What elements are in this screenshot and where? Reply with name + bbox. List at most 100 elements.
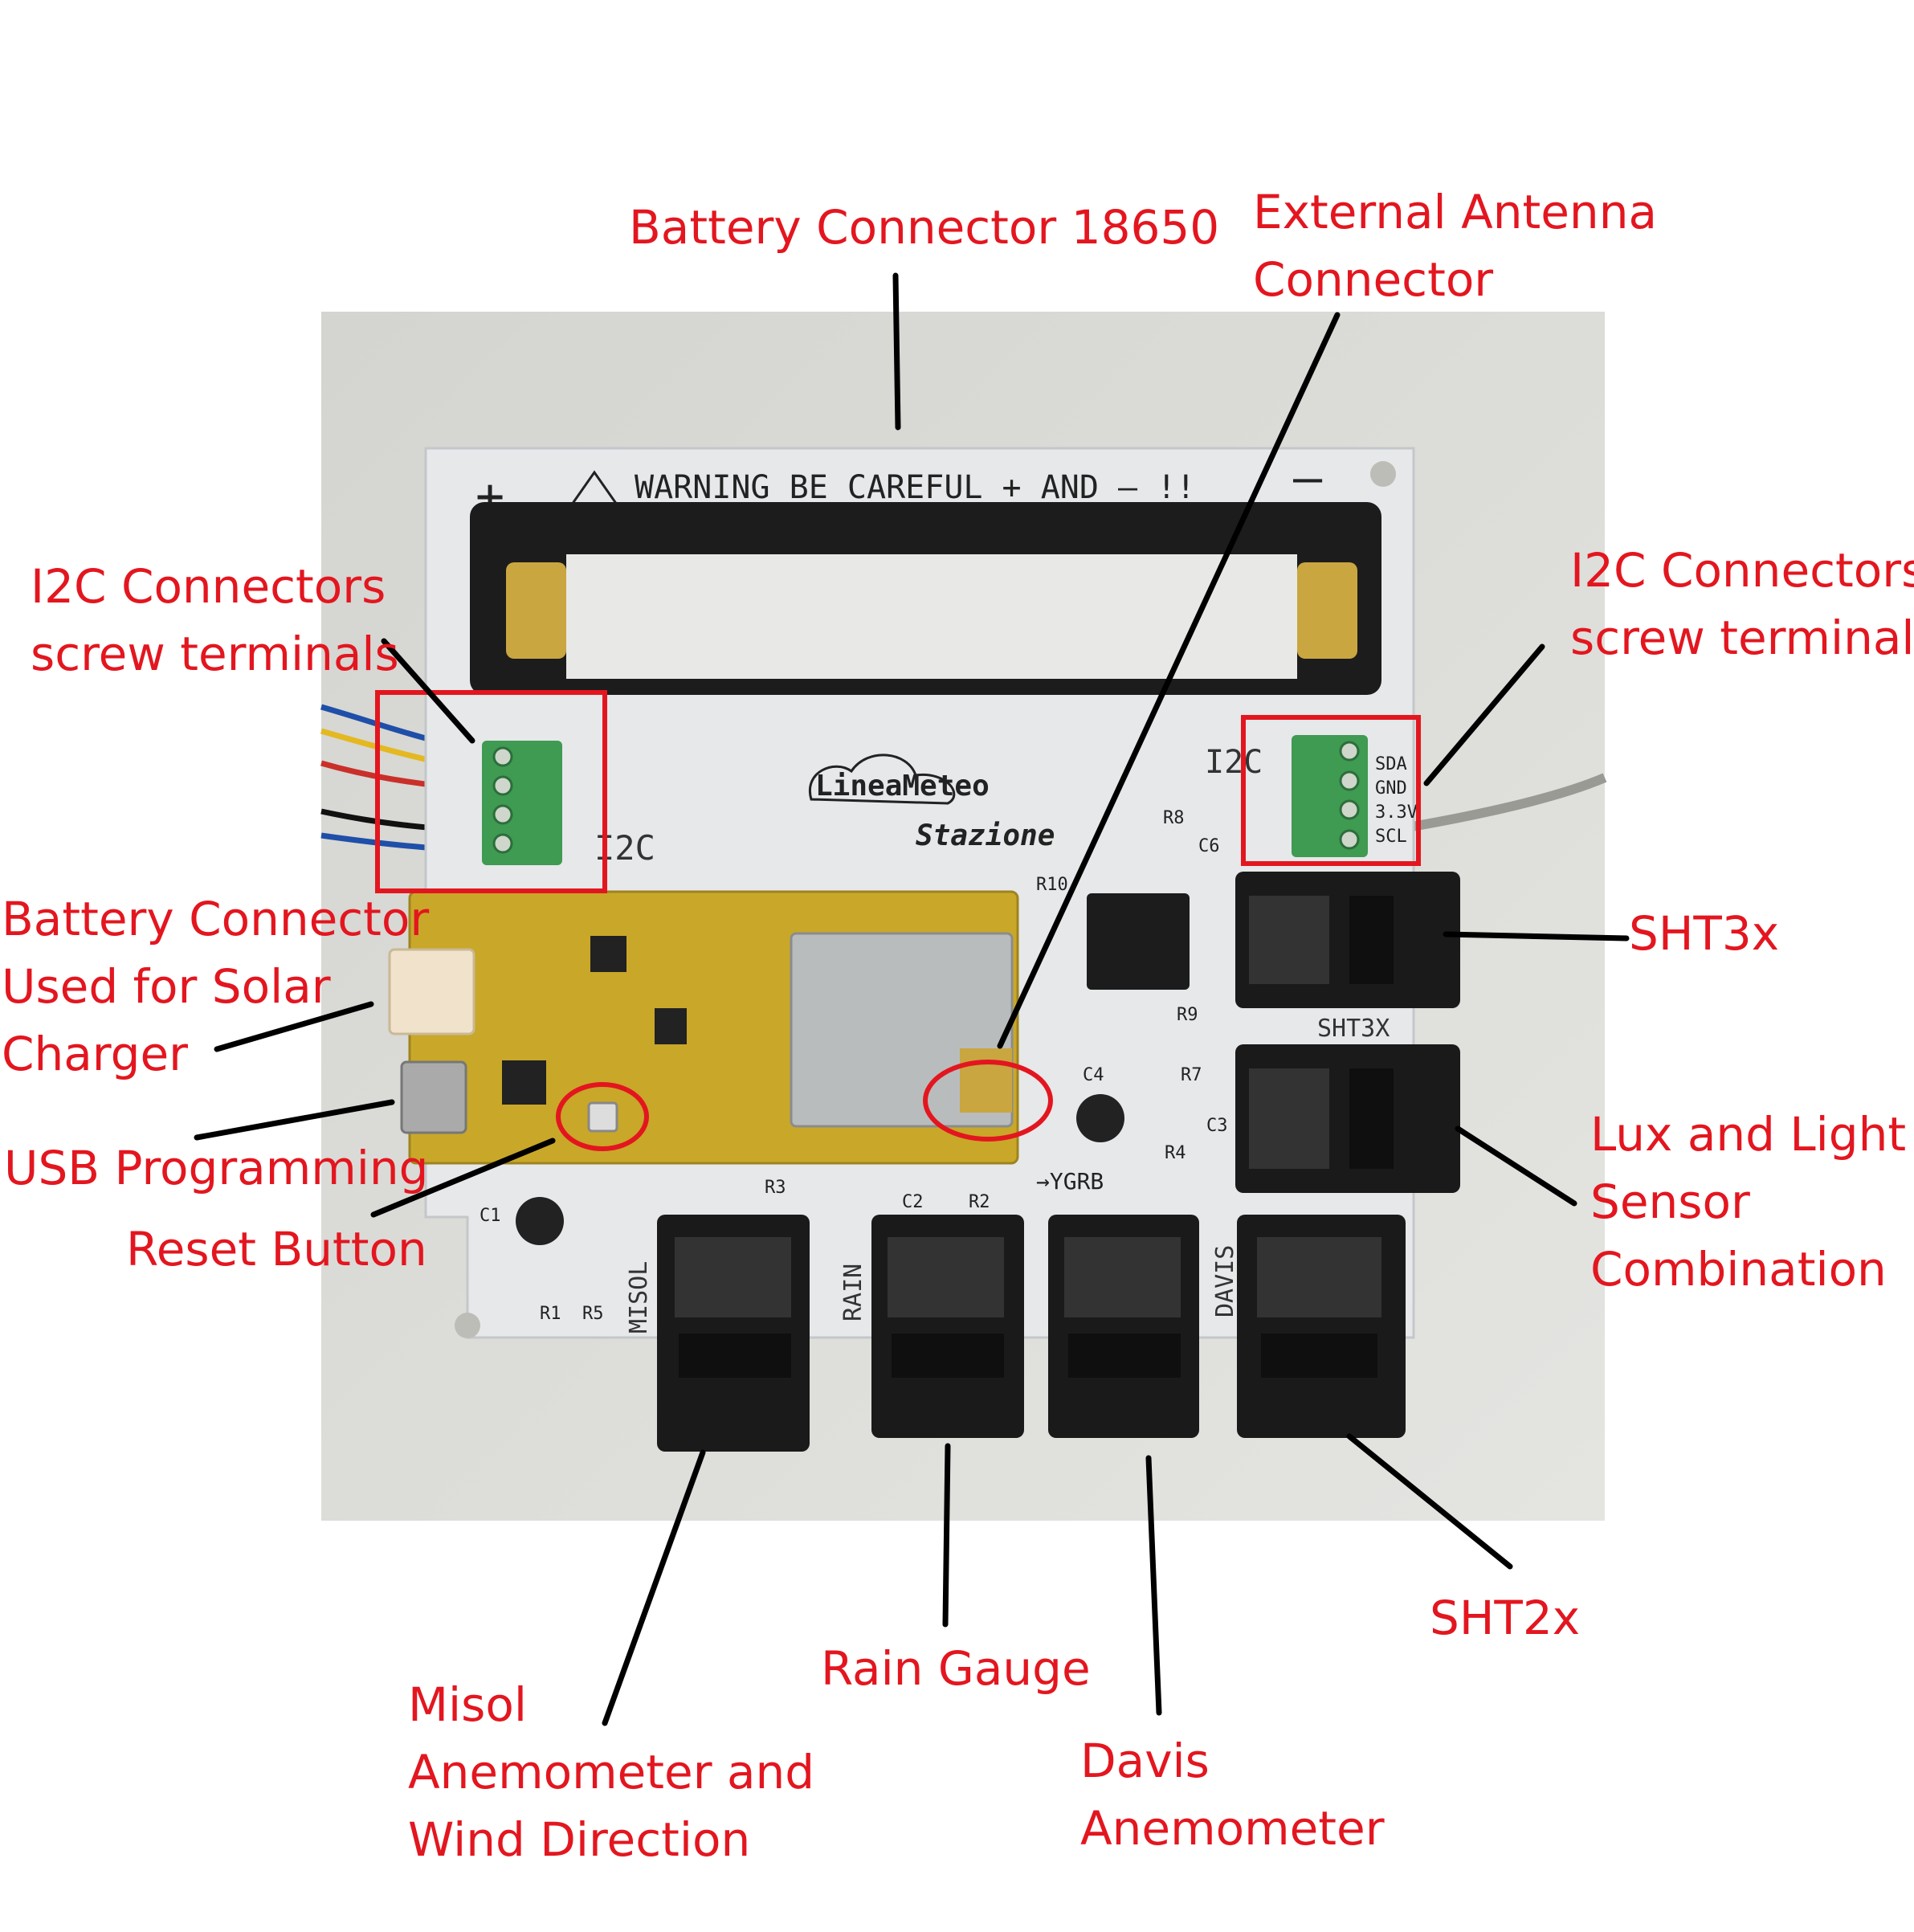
silk-c6: C6	[1198, 836, 1220, 856]
label-line: Misol	[408, 1677, 527, 1732]
label-line: External Antenna	[1253, 185, 1657, 239]
reset-button[interactable]	[587, 1101, 618, 1133]
rj-connector-lux	[1235, 1044, 1460, 1193]
mounting-hole-bottom-left	[455, 1313, 480, 1338]
leader-antenna	[997, 312, 1341, 1049]
label-sht3x: SHT3x	[1629, 900, 1779, 967]
label-line: SHT2x	[1430, 1591, 1581, 1645]
silk-c1: C1	[480, 1206, 501, 1226]
silk-r1: R1	[540, 1304, 561, 1324]
label-line: Anemometer and	[408, 1745, 815, 1799]
label-line: Used for Solar	[2, 959, 331, 1014]
battery-holder-18650	[470, 502, 1381, 695]
label-usb-programming: USB Programming	[4, 1134, 428, 1202]
rj-connector-misol	[657, 1215, 810, 1452]
label-line: I2C Connectors	[31, 559, 386, 614]
label-rain-gauge: Rain Gauge	[821, 1635, 1091, 1702]
silk-ygrb: →YGRB	[1036, 1168, 1104, 1195]
label-line: SHT3x	[1629, 906, 1780, 961]
label-reset-button: Reset Button	[126, 1215, 427, 1283]
label-davis-anemometer: Davis Anemometer	[1080, 1727, 1385, 1862]
silk-i2c-right: I2C	[1205, 744, 1263, 781]
rj-connector-davis	[1048, 1215, 1199, 1438]
esp32-module-board	[408, 890, 1019, 1165]
label-line: Anemometer	[1080, 1801, 1385, 1856]
leader-i2c-left	[381, 638, 475, 744]
leader-usb	[194, 1099, 395, 1141]
silk-rain: RAIN	[839, 1264, 867, 1321]
silk-misol: MISOL	[625, 1261, 653, 1334]
leader-lux	[1455, 1125, 1577, 1207]
silk-c3: C3	[1206, 1116, 1228, 1136]
silk-pin-scl: SCL	[1375, 827, 1407, 847]
label-line: screw terminal	[1570, 611, 1914, 665]
dip-ic	[1087, 893, 1190, 990]
micro-usb-port	[400, 1060, 467, 1134]
label-line: Rain Gauge	[821, 1641, 1091, 1696]
label-line: Battery Connector	[2, 892, 430, 946]
label-line: Charger	[2, 1027, 188, 1081]
silk-r8: R8	[1163, 808, 1185, 828]
label-misol-anemometer: Misol Anemometer and Wind Direction	[408, 1671, 814, 1873]
silk-pin-sda: SDA	[1375, 754, 1407, 774]
highlight-box-i2c-right	[1241, 715, 1421, 866]
board-logo: LineaMeteo	[815, 770, 990, 803]
highlight-ellipse-reset	[556, 1082, 649, 1151]
leader-battery-18650	[892, 272, 901, 431]
silk-r4: R4	[1165, 1143, 1186, 1163]
screw-terminal-right	[1292, 735, 1368, 857]
board-product-name: Stazione	[916, 819, 1055, 852]
screw-terminal-left	[482, 741, 562, 865]
silk-warning: WARNING BE CAREFUL + AND – !!	[635, 469, 1195, 506]
label-line: screw terminals	[31, 627, 399, 681]
component-refs: R1 R5 C1 R3 C2 R2 R4 C3 C4 R7 R9 R8 C6 R…	[480, 808, 1228, 1324]
leader-rain	[942, 1443, 951, 1628]
cloud-logo-icon	[808, 754, 956, 805]
rj-connector-sht3x	[1235, 872, 1460, 1008]
label-i2c-right: I2C Connectors screw terminal	[1570, 537, 1914, 672]
silk-pin-3v3: 3.3V	[1375, 803, 1418, 823]
silk-c4: C4	[1083, 1065, 1104, 1085]
silk-r2: R2	[969, 1192, 990, 1212]
silk-r9: R9	[1177, 1005, 1198, 1025]
label-line: Reset Button	[126, 1222, 427, 1276]
label-line: Combination	[1590, 1242, 1887, 1297]
rj-connector-sht2x	[1237, 1215, 1406, 1438]
label-line: Connector	[1253, 252, 1494, 307]
label-battery-18650: Battery Connector 18650	[629, 194, 1219, 261]
leader-lines	[194, 272, 1630, 1726]
label-line: Davis	[1080, 1734, 1210, 1788]
mounting-hole-top-right	[1370, 461, 1396, 487]
label-i2c-left: I2C Connectors screw terminals	[31, 553, 399, 688]
silk-r7: R7	[1181, 1065, 1202, 1085]
capacitor-c4	[1076, 1094, 1124, 1142]
label-lux-light: Lux and Light Sensor Combination	[1590, 1101, 1906, 1303]
silk-r10: R10	[1036, 875, 1068, 895]
leader-misol	[602, 1449, 706, 1726]
silk-pin-gnd: GND	[1375, 778, 1407, 799]
silk-c2: C2	[902, 1192, 924, 1212]
label-external-antenna: External Antenna Connector	[1253, 178, 1657, 313]
jst-solar-connector	[388, 948, 475, 1035]
label-line: USB Programming	[4, 1141, 429, 1195]
capacitor-c1	[516, 1197, 564, 1245]
label-line: I2C Connectors	[1570, 543, 1914, 598]
leader-sht3x	[1443, 931, 1630, 941]
highlight-ellipse-antenna	[923, 1060, 1053, 1142]
leader-i2c-right	[1423, 643, 1545, 786]
silk-davis: DAVIS	[1211, 1245, 1239, 1317]
label-battery-solar: Battery Connector Used for Solar Charger	[2, 885, 429, 1088]
highlight-box-i2c-left	[375, 690, 607, 893]
label-line: Sensor	[1590, 1174, 1750, 1229]
silk-r5: R5	[582, 1304, 604, 1324]
silk-sht3x: SHT3X	[1317, 1015, 1390, 1043]
label-line: Battery Connector 18650	[629, 200, 1220, 255]
label-sht2x: SHT2x	[1430, 1584, 1580, 1652]
silk-r3: R3	[765, 1178, 786, 1198]
rj-connector-rain	[871, 1215, 1024, 1438]
leader-reset	[370, 1138, 556, 1218]
leader-battery-solar	[214, 1001, 374, 1052]
silk-minus: –	[1293, 450, 1323, 506]
